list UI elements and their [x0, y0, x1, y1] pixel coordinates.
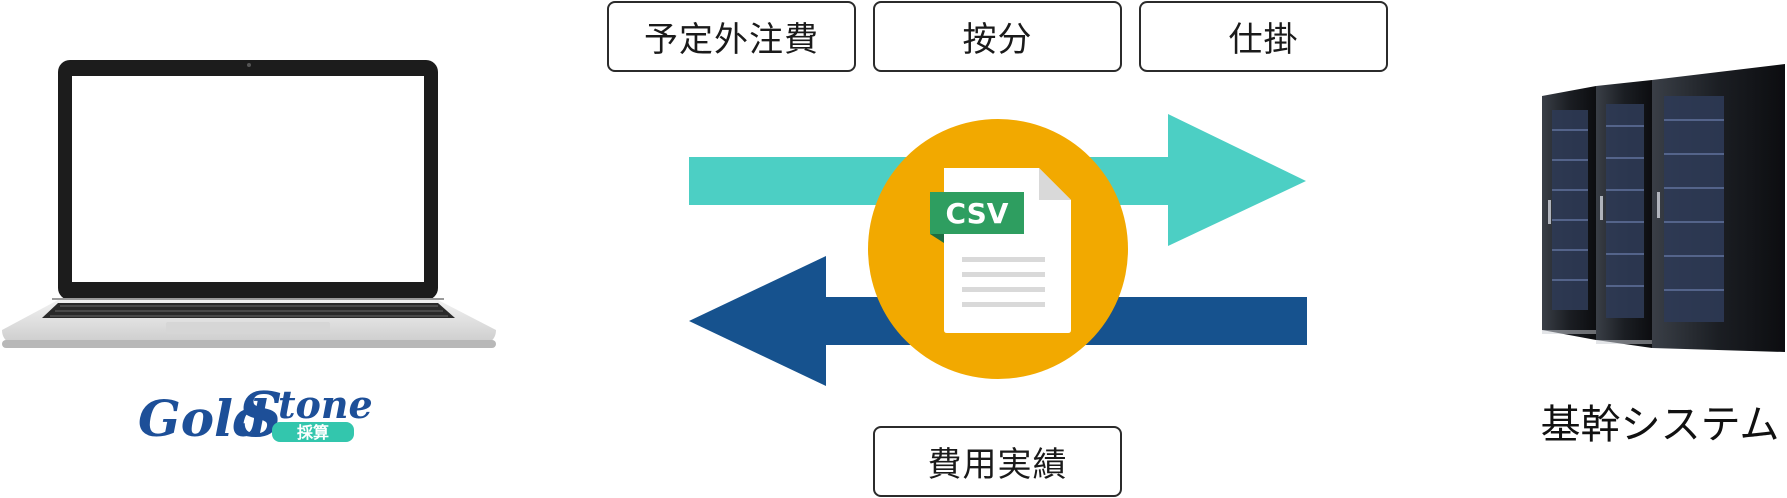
svg-text:tone: tone — [278, 382, 373, 427]
svg-text:採算: 採算 — [297, 423, 329, 442]
svg-text:Gold: Gold — [138, 389, 268, 448]
csv-badge: CSV — [946, 197, 1009, 230]
label-box-yotei: 予定外注費 — [607, 1, 856, 72]
server-rack-icon — [1542, 64, 1785, 352]
label-box-shikake: 仕掛 — [1139, 1, 1388, 72]
label-box-hiyo: 費用実績 — [873, 426, 1122, 497]
laptop-icon — [2, 60, 496, 348]
label-box-anbun: 按分 — [873, 1, 1122, 72]
system-label: 基幹システム — [1540, 402, 1780, 448]
goldstone-logo: Gold S tone 採算 — [138, 378, 373, 451]
csv-file-icon: CSV — [868, 119, 1128, 379]
